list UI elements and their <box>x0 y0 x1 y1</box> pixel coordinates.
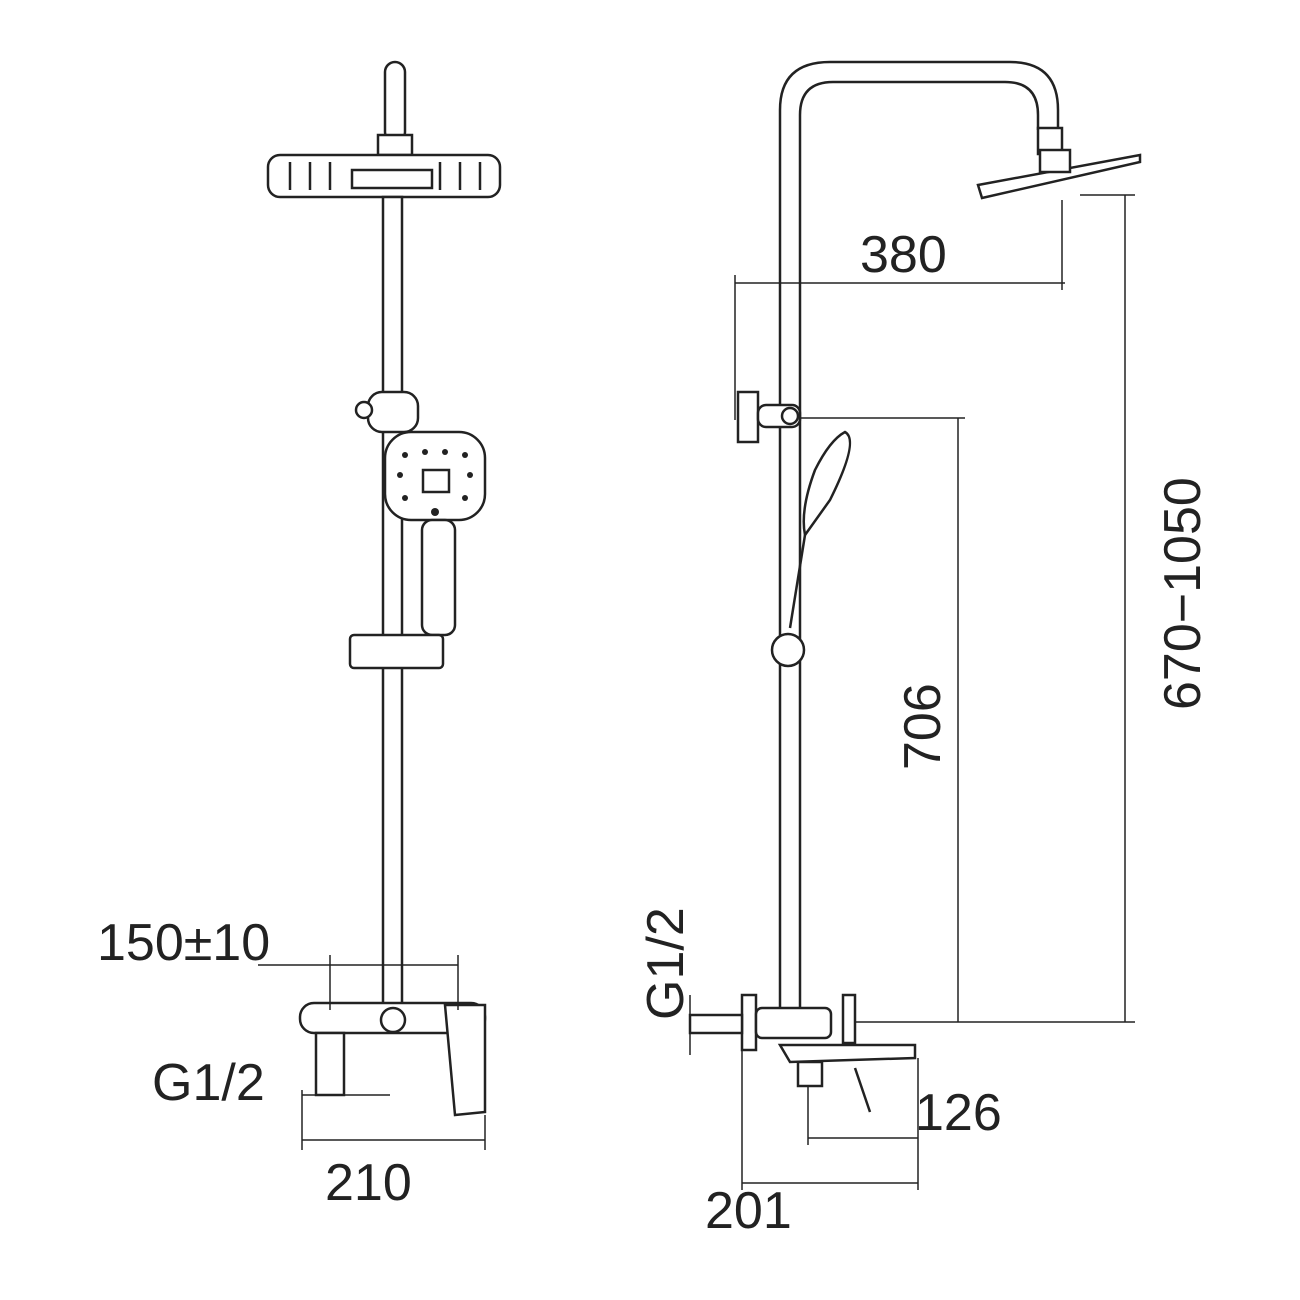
label-spout-length: 126 <box>915 1084 1002 1142</box>
side-rain-head <box>976 153 1142 200</box>
side-bracket-knob <box>780 406 800 426</box>
side-lever-top <box>841 993 857 1045</box>
label-mixer-width: 210 <box>325 1154 412 1212</box>
side-hand-shower <box>802 430 852 539</box>
shower-arm-inner <box>798 80 1040 1010</box>
side-lever <box>853 1067 872 1113</box>
hand-shower-handle <box>420 518 457 637</box>
label-inlet-thread-side: G1/2 <box>637 907 695 1020</box>
bath-spout <box>777 1043 917 1064</box>
label-arm-reach: 380 <box>860 226 947 284</box>
front-view: 150±10 G1/2 210 <box>97 60 502 1212</box>
mixer-lever <box>443 1003 487 1117</box>
side-inlet <box>688 1013 744 1035</box>
side-lever-base <box>796 1060 824 1088</box>
rail-bracket <box>366 390 420 434</box>
slide-holder <box>348 633 445 670</box>
side-bracket-plate <box>736 390 760 444</box>
shower-arm-outer <box>778 60 1060 1010</box>
head-center-panel <box>350 168 434 190</box>
hand-shower-button <box>421 468 451 494</box>
diverter-knob <box>379 1006 407 1034</box>
wall-flange <box>740 993 758 1052</box>
label-mixer-depth: 201 <box>705 1182 792 1240</box>
label-slider-height: 706 <box>894 683 952 770</box>
side-slide-holder <box>770 632 806 668</box>
inlet-connector <box>314 1031 346 1097</box>
pipe-connector <box>376 133 414 157</box>
label-adjustable-height: 670−1050 <box>1154 477 1212 710</box>
side-view: 380 706 670−1050 G1/2 126 201 <box>637 60 1212 1240</box>
side-mixer-body <box>754 1006 833 1040</box>
riser-rail <box>381 195 404 1014</box>
bracket-knob <box>354 400 374 420</box>
label-inlet-spacing: 150±10 <box>97 914 270 972</box>
hose <box>788 534 807 629</box>
top-pipe <box>383 60 407 144</box>
label-inlet-thread-front: G1/2 <box>152 1054 265 1112</box>
head-swivel <box>1038 148 1072 174</box>
